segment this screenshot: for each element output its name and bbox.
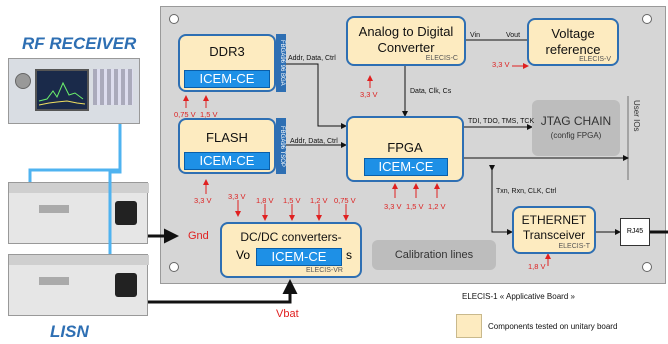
calibration-lines-block: Calibration lines (372, 240, 496, 270)
adc-label-line1: Analog to Digital (358, 24, 454, 39)
voltage-label: 1,5 V (406, 202, 424, 211)
jtag-bus-label: TDI, TDO, TMS, TCK (468, 118, 535, 125)
jtag-label-line1: JTAG CHAIN (540, 114, 612, 128)
voltage-label: 3,3 V (194, 196, 212, 205)
jtag-chain-block: JTAG CHAIN (config FPGA) (532, 100, 620, 156)
rf-receiver-device (8, 58, 140, 124)
adc-label-line2: Converter (377, 40, 435, 55)
gnd-label: Gnd (188, 230, 209, 242)
voltage-label: 1,8 V (528, 262, 546, 271)
mounting-hole (169, 262, 179, 272)
voltage-label: 1,2 V (428, 202, 446, 211)
vref-tag: ELECIS-V (579, 56, 611, 63)
dcdc-component: DC/DC converters- Vo s ICEM-CE ELECIS-VR (220, 222, 362, 278)
rf-receiver-knob (15, 73, 31, 89)
eth-label-line1: ETHERNET (521, 213, 587, 227)
dcdc-icem-badge: ICEM-CE (256, 248, 342, 266)
fpga-component: FPGA ICEM-CE (346, 116, 464, 182)
vin-label: Vin (470, 32, 480, 39)
eth-label-line2: Transceiver (522, 228, 586, 242)
dcdc-label-line2-head: Vo (236, 248, 251, 262)
flash-package-strip: FBGA96 TSOP (276, 118, 286, 174)
lisn-title: LISN (50, 322, 89, 341)
lisn-top-lid (9, 183, 149, 193)
vref-label-line2: reference (545, 42, 601, 57)
adc-bus-label: Data, Clk, Cs (410, 88, 452, 95)
dcdc-label-line1: DC/DC converters- (240, 230, 342, 244)
vout-label: Vout (506, 32, 521, 39)
voltage-label: 1,5 V (283, 196, 301, 205)
ddr3-label: DDR3 (209, 44, 245, 59)
lisn-bottom-lid (9, 255, 149, 265)
rf-receiver-title: RF RECEIVER (22, 34, 137, 53)
eth-tag: ELECIS-T (558, 243, 590, 250)
rj45-connector: RJ45 (620, 218, 650, 246)
fpga-icem-badge: ICEM-CE (364, 158, 448, 176)
vbat-label: Vbat (276, 308, 299, 320)
voltage-label: 3,3 V (360, 90, 378, 99)
voltage-label: 0,75 V (174, 110, 196, 119)
jtag-label-line2: (config FPGA) (550, 131, 602, 140)
lisn-label-plate (39, 205, 69, 213)
board-caption: ELECIS-1 « Applicative Board » (462, 292, 575, 301)
adc-tag: ELECIS-C (425, 55, 458, 62)
voltage-label: 1,8 V (256, 196, 274, 205)
voltage-label: 0,75 V (334, 196, 356, 205)
voltage-label: 1,2 V (310, 196, 328, 205)
voltage-reference-component: Voltage reference ELECIS-V (527, 18, 619, 66)
rf-receiver-screen (35, 69, 89, 111)
user-ios-label: User IOs (632, 100, 641, 132)
spectrum-trace-icon (38, 81, 86, 106)
vref-label-line1: Voltage (551, 26, 595, 41)
eth-bus-label: Txn, Rxn, CLK, Ctrl (496, 188, 557, 195)
mounting-hole (642, 262, 652, 272)
lisn-device-top (8, 182, 149, 244)
rj45-label: RJ45 (626, 228, 644, 235)
voltage-label: 3,3 V (228, 192, 246, 201)
legend-label: Components tested on unitary board (488, 322, 618, 331)
rf-receiver-keypad (93, 69, 133, 105)
mounting-hole (642, 14, 652, 24)
mounting-hole (169, 14, 179, 24)
flash-bus-label: Addr, Data, Ctrl (290, 138, 338, 145)
lisn-device-bottom (8, 254, 149, 316)
lisn-power-socket-icon (115, 273, 137, 297)
calibration-label: Calibration lines (394, 249, 474, 261)
ddr3-icem-badge: ICEM-CE (184, 70, 270, 88)
flash-component: FLASH ICEM-CE (178, 118, 276, 174)
ddr3-package-strip: FBGA96 96 BGA (276, 34, 286, 92)
lisn-label-plate (39, 277, 69, 285)
adc-component: Analog to Digital Converter ELECIS-C (346, 16, 466, 66)
dcdc-label-line2-tail: s (346, 248, 352, 262)
legend-swatch (456, 314, 482, 338)
flash-label: FLASH (206, 130, 248, 145)
flash-icem-badge: ICEM-CE (184, 152, 270, 170)
voltage-label: 3,3 V (384, 202, 402, 211)
dcdc-tag: ELECIS-VR (306, 267, 343, 274)
ethernet-component: ETHERNET Transceiver ELECIS-T (512, 206, 596, 254)
lisn-power-socket-icon (115, 201, 137, 225)
voltage-label: 1,5 V (200, 110, 218, 119)
voltage-label: 3,3 V (492, 60, 510, 69)
fpga-label: FPGA (387, 140, 423, 155)
ddr-bus-label: Addr, Data, Ctrl (288, 55, 336, 62)
ddr3-component: DDR3 ICEM-CE (178, 34, 276, 92)
